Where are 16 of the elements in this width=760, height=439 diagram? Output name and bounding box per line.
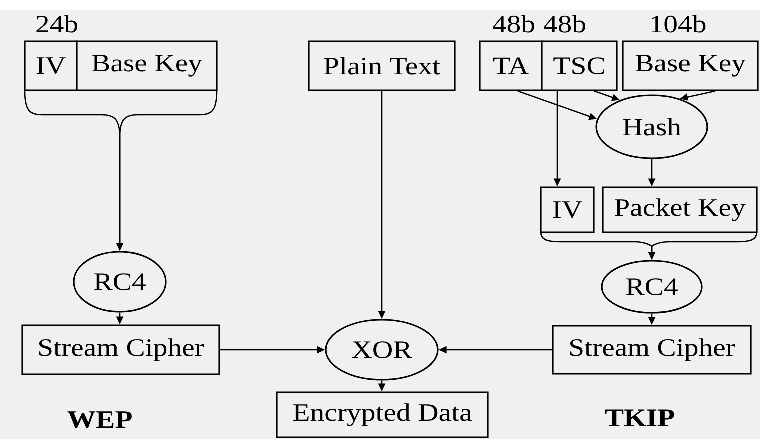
process-box: IV — [24, 40, 78, 92]
process-box: Base Key — [622, 40, 759, 92]
process-box: Stream Cipher — [22, 324, 220, 376]
process-box: IV — [540, 186, 595, 234]
process-box: Encrypted Data — [276, 392, 489, 438]
bit-width-label: 48b — [493, 15, 534, 33]
bit-width-label: 24b — [36, 15, 78, 33]
process-box: TSC — [541, 40, 618, 92]
bit-width-label: 48b — [544, 15, 586, 33]
process-box: Plain Text — [308, 40, 456, 92]
process-box: Packet Key — [602, 186, 758, 234]
section-label: WEP — [68, 412, 132, 428]
bit-width-label: 104b — [652, 15, 706, 33]
process-box: TA — [479, 40, 543, 92]
process-box: Stream Cipher — [552, 325, 752, 375]
section-label: TKIP — [605, 410, 674, 426]
